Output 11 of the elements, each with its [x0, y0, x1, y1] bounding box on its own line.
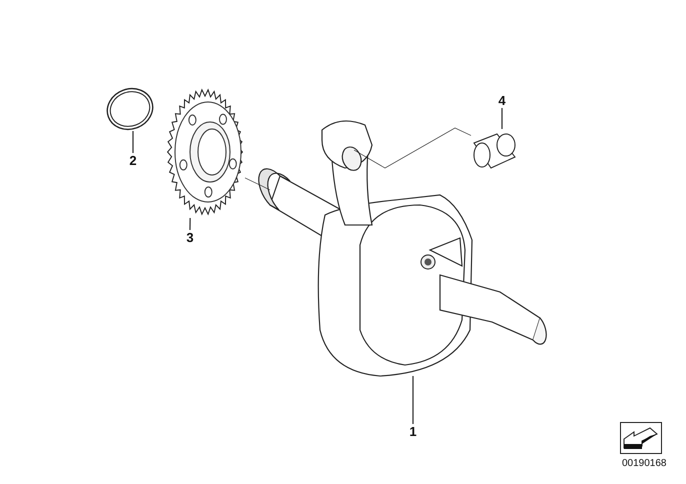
diagram-number: 00190168: [622, 458, 666, 469]
callout-number: 3: [183, 230, 197, 245]
callout-number: 4: [495, 93, 509, 108]
leader-line: [189, 218, 191, 230]
leader-line: [132, 131, 134, 153]
assembly-line: [354, 128, 472, 168]
assembly-line: [244, 178, 270, 190]
leader-line: [501, 108, 503, 129]
callout-number: 1: [406, 424, 420, 439]
callout-number: 2: [126, 153, 140, 168]
leader-line: [412, 376, 414, 424]
